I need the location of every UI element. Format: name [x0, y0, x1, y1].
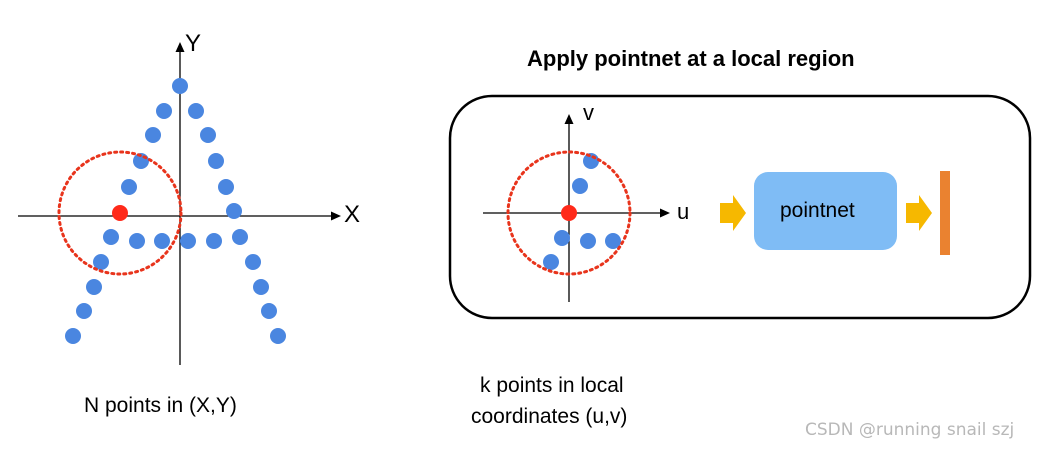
y-axis-arrowhead [175, 42, 185, 52]
left-point-cloud [65, 78, 286, 344]
v-axis-arrowhead [564, 114, 574, 124]
right-caption-line1: k points in local [480, 374, 624, 397]
feature-vector-bar [940, 171, 950, 255]
global-point-7 [208, 153, 224, 169]
u-axis-arrowhead [660, 208, 670, 218]
global-point-2 [156, 103, 172, 119]
output-arrow [906, 195, 932, 231]
local-point-cloud [543, 153, 621, 270]
global-point-10 [226, 203, 242, 219]
global-point-13 [154, 233, 170, 249]
local-point-4 [580, 233, 596, 249]
right-caption-line2: coordinates (u,v) [471, 405, 628, 428]
u-axis-label: u [677, 199, 690, 224]
global-point-17 [93, 254, 109, 270]
local-point-3 [554, 230, 570, 246]
global-point-23 [65, 328, 81, 344]
global-point-20 [253, 279, 269, 295]
diagram-title: Apply pointnet at a local region [527, 46, 855, 71]
global-point-4 [145, 127, 161, 143]
global-point-1 [172, 78, 188, 94]
y-axis-label: Y [185, 30, 202, 57]
pointnet-label: pointnet [780, 199, 855, 222]
global-point-15 [206, 233, 222, 249]
left-caption: N points in (X,Y) [84, 394, 237, 417]
global-point-3 [188, 103, 204, 119]
global-point-8 [121, 179, 137, 195]
x-axis-label: X [344, 201, 361, 228]
right-axes [483, 114, 670, 302]
local-point-2 [572, 178, 588, 194]
global-point-24 [270, 328, 286, 344]
global-point-22 [261, 303, 277, 319]
left-center-point [112, 205, 128, 221]
left-region-circle [57, 150, 183, 276]
watermark: CSDN @running snail szj [805, 420, 1015, 440]
local-center-point [561, 205, 577, 221]
global-point-14 [180, 233, 196, 249]
input-arrow [720, 195, 746, 231]
local-point-6 [543, 254, 559, 270]
global-point-21 [76, 303, 92, 319]
global-point-9 [218, 179, 234, 195]
local-region-circle [506, 150, 632, 276]
pointnet-box [754, 172, 897, 250]
global-point-18 [245, 254, 261, 270]
global-point-12 [129, 233, 145, 249]
local-region-frame [448, 94, 1032, 320]
global-point-5 [200, 127, 216, 143]
global-point-19 [86, 279, 102, 295]
global-point-11 [103, 229, 119, 245]
local-point-5 [605, 233, 621, 249]
global-point-16 [232, 229, 248, 245]
x-axis-arrowhead [331, 211, 341, 221]
v-axis-label: v [583, 100, 594, 125]
